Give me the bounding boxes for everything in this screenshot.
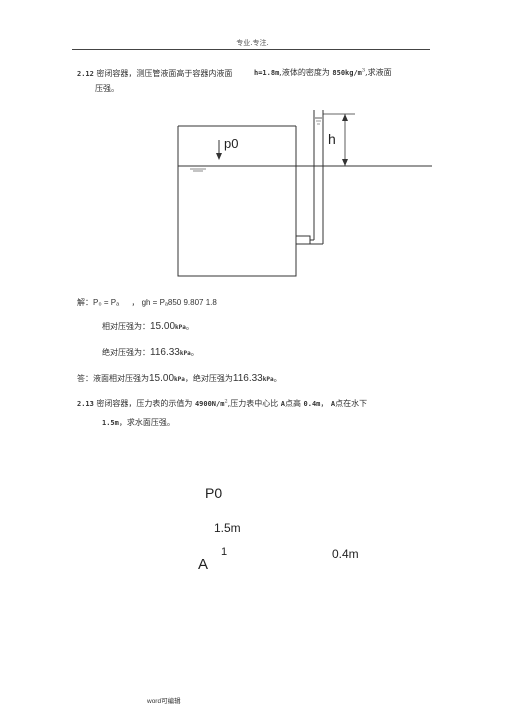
figure-2-depth-label: 1.5m — [214, 521, 241, 535]
answer-value-1: 15.00 — [149, 373, 175, 384]
relative-pressure-unit: kPa — [175, 324, 186, 331]
problem-2-text-d: ， — [320, 399, 329, 408]
problem-1-text-c: ,求液面 — [365, 68, 392, 77]
solution-comma: ， — [131, 298, 140, 307]
figure-2-p0-text: P0 — [205, 485, 223, 501]
problem-2-text-a: 密闭容器，压力表的示值为 — [96, 399, 193, 408]
relative-pressure-line: 相对压强为：15.00kPa。 — [102, 321, 194, 332]
relative-pressure-end: 。 — [185, 322, 194, 331]
problem-2-a1: A — [280, 400, 285, 408]
answer-text-a: 答：液面相对压强为 — [77, 374, 149, 383]
answer-text-b: ，绝对压强为 — [184, 374, 233, 383]
problem-1-text-a: 密闭容器，测压管液面高于容器内液面 — [96, 69, 233, 78]
problem-2-gauge: 4900N/m — [194, 400, 225, 408]
problem-2-text-f: ，求水面压强。 — [118, 418, 175, 427]
problem-1-density: 850kg/m — [332, 69, 362, 77]
problem-2-number: 2.13 — [77, 400, 94, 408]
figure-2-dist-label: 0.4m — [332, 547, 359, 561]
absolute-pressure-label: 绝对压强为： — [102, 348, 150, 357]
problem-2-depth: 1.5m — [102, 419, 119, 427]
problem-1-line-1b: h=1.8m,液体的密度为 850kg/m3,求液面 — [254, 67, 392, 78]
problem-1-line-1: 2.12 密闭容器，测压管液面高于容器内液面 — [77, 68, 232, 79]
relative-pressure-value: 15.00 — [150, 321, 176, 332]
problem-2-text-c: 点高 — [284, 399, 301, 408]
figure-2-a-label: A — [198, 556, 209, 573]
problem-2-line-2: 1.5m，求水面压强。 — [102, 417, 175, 428]
absolute-pressure-unit: kPa — [179, 350, 191, 357]
p0-arrow-head — [216, 153, 222, 160]
answer-end: 。 — [273, 374, 282, 383]
header-rule — [72, 49, 430, 50]
problem-1-text-b: ,液体的密度为 — [279, 68, 330, 77]
problem-1-h-value: h=1.8m — [254, 69, 280, 77]
answer-value-2: 116.33 — [232, 373, 263, 384]
answer-line: 答：液面相对压强为15.00kPa，绝对压强为116.33kPa。 — [77, 373, 282, 384]
page-footer: word可编辑 — [147, 698, 181, 705]
solution-eq-b: gh = Pₐ850 9.807 1.8 — [141, 298, 217, 307]
page-header: 专业.专注. — [236, 39, 269, 47]
absolute-pressure-value: 116.33 — [150, 347, 180, 358]
problem-2-line-1: 2.13 密闭容器，压力表的示值为 4900N/m2,压力表中心比 A点高 0.… — [77, 398, 367, 409]
problem-2-a2: A — [330, 400, 336, 408]
problem-2-gauge-sup: 2 — [224, 398, 228, 405]
answer-unit-2: kPa — [262, 376, 274, 383]
problem-2-text-b: ,压力表中心比 — [227, 399, 279, 408]
solution-eq-a: 解：P₀ = Pₐ — [77, 298, 120, 307]
problem-1-line-2: 压强。 — [95, 84, 119, 93]
figure-1-h-label: h — [328, 131, 336, 147]
h-arrow-top — [342, 114, 348, 121]
pipe-connection — [296, 235, 311, 245]
problem-1-density-sup: 3 — [361, 67, 366, 74]
solution-line-1: 解：P₀ = Pₐ ， gh = Pₐ850 9.807 1.8 — [77, 297, 217, 308]
figure-1-p0-label: p0 — [224, 136, 239, 151]
figure-2-one-label: 1 — [221, 546, 228, 558]
tank-outline — [177, 126, 297, 277]
absolute-pressure-end: 。 — [190, 348, 199, 357]
problem-2-text-e: 点在水下 — [335, 399, 368, 408]
problem-2-dist: 0.4m — [303, 400, 321, 408]
h-arrow-bottom — [342, 159, 348, 166]
absolute-pressure-line: 绝对压强为：116.33kPa。 — [102, 347, 199, 358]
answer-unit-1: kPa — [174, 376, 185, 383]
relative-pressure-label: 相对压强为： — [102, 322, 150, 331]
figure-2-p0-label: P0 — [205, 485, 222, 501]
problem-1-number: 2.12 — [77, 70, 94, 78]
